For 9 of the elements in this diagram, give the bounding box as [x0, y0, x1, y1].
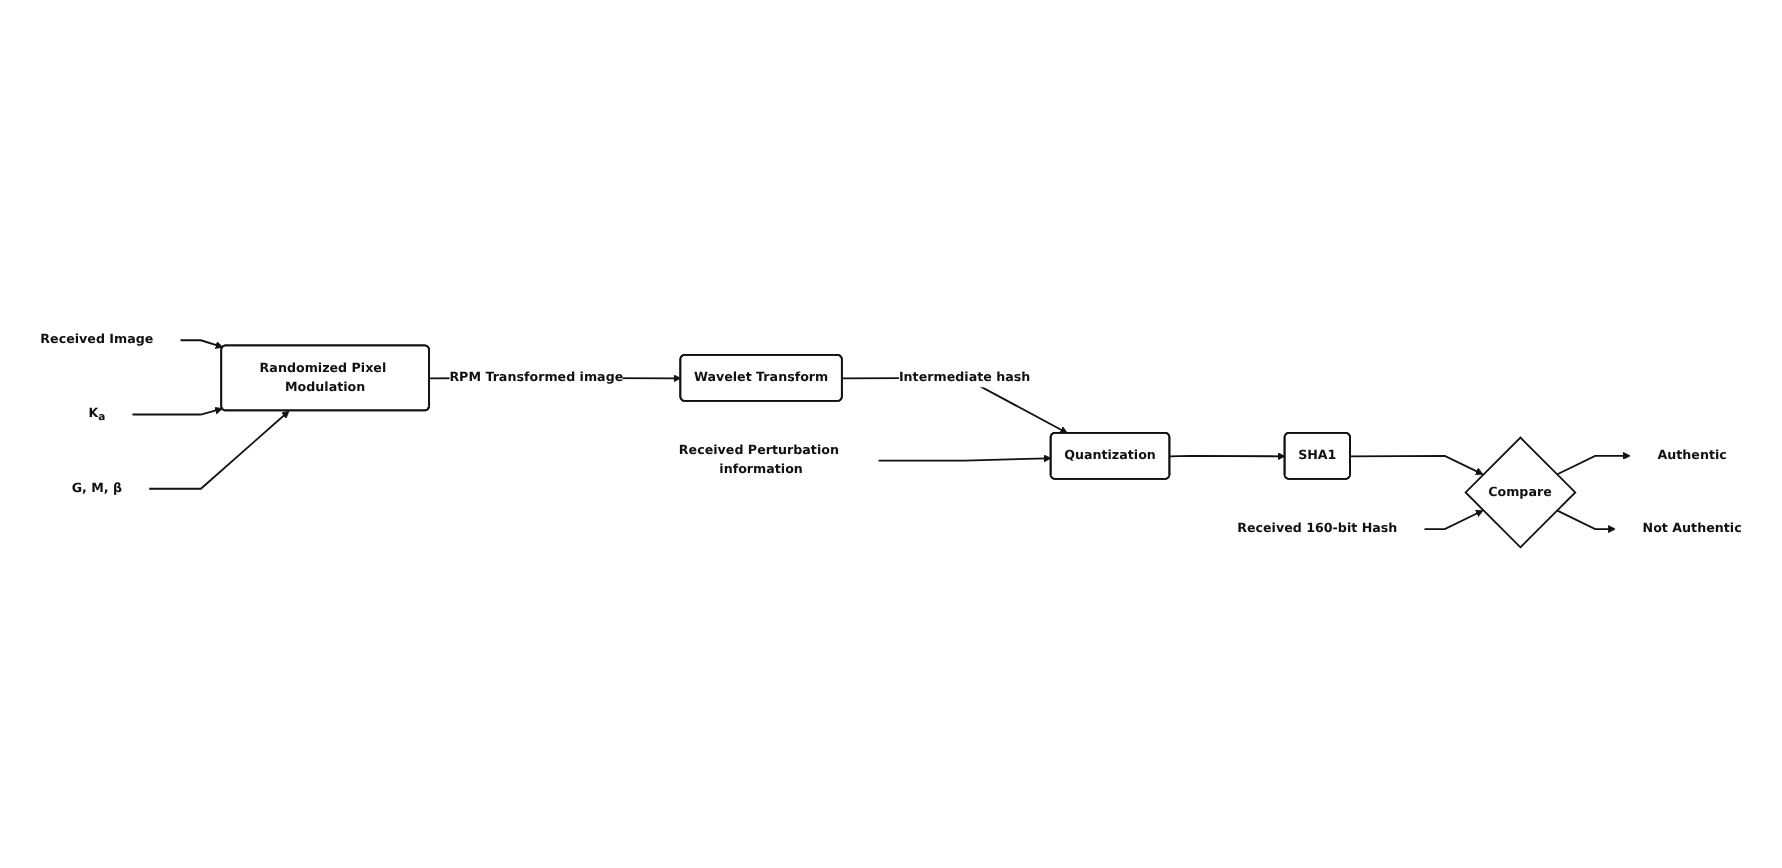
- arrow: [148, 409, 290, 489]
- arrow: [1555, 451, 1631, 475]
- arrow: [1555, 508, 1616, 533]
- arrow: [877, 453, 1052, 462]
- arrow: [1168, 451, 1286, 460]
- arrow: [1423, 509, 1484, 530]
- arrow: [179, 338, 224, 349]
- arrow: [131, 406, 223, 415]
- arrow: [1349, 454, 1484, 475]
